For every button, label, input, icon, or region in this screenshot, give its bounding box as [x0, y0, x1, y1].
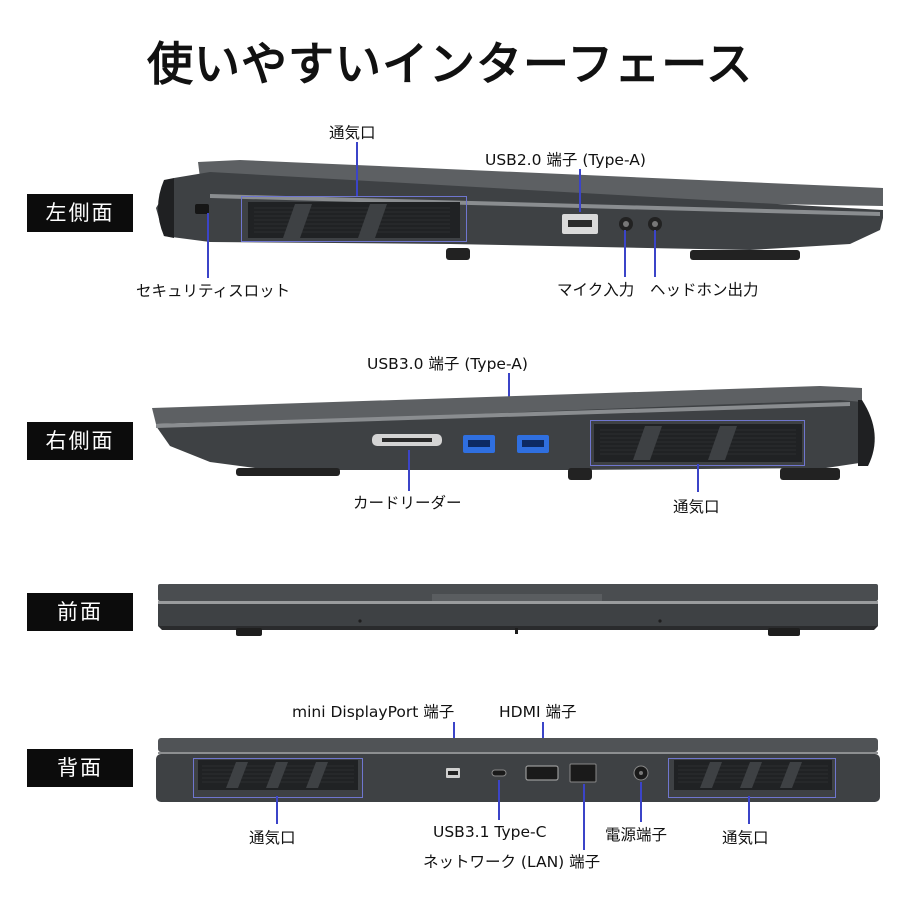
label-back: 背面 [27, 749, 133, 787]
usbc-leader [498, 780, 500, 820]
security-slot-leader [207, 213, 209, 278]
page-title: 使いやすいインターフェース [147, 37, 753, 91]
back-right-vent-leader [748, 796, 750, 824]
right-vent-highlight [590, 420, 805, 466]
minidp-caption: mini DisplayPort 端子 [292, 703, 455, 721]
card-reader-caption: カードリーダー [353, 494, 462, 512]
hdmi-caption: HDMI 端子 [499, 703, 577, 721]
back-left-vent-caption: 通気口 [249, 829, 296, 847]
back-left-vent-leader [276, 796, 278, 824]
left-usb2-caption: USB2.0 端子 (Type-A) [485, 151, 646, 169]
headphone-leader [654, 230, 656, 277]
laptop-right-side-image [152, 386, 875, 480]
headphone-caption: ヘッドホン出力 [650, 281, 759, 299]
power-caption: 電源端子 [605, 826, 668, 844]
left-vent-leader [356, 142, 358, 196]
back-right-vent-caption: 通気口 [722, 829, 769, 847]
mic-caption: マイク入力 [557, 281, 635, 299]
left-vent-highlight [241, 196, 467, 242]
right-usb3-leader [508, 373, 510, 419]
security-slot-caption: セキュリティスロット [136, 282, 291, 300]
right-vent-caption: 通気口 [673, 498, 720, 516]
mic-leader [624, 230, 626, 277]
laptop-front-image [158, 584, 878, 636]
back-right-vent-highlight [668, 758, 836, 798]
label-right-side: 右側面 [27, 422, 133, 460]
right-vent-leader [697, 464, 699, 492]
label-front: 前面 [27, 593, 133, 631]
card-reader-leader [408, 450, 410, 491]
right-usb3-caption: USB3.0 端子 (Type-A) [367, 355, 528, 373]
power-leader [640, 782, 642, 822]
label-left-side: 左側面 [27, 194, 133, 232]
left-usb2-leader [579, 169, 581, 212]
laptop-left-side-image [156, 160, 883, 260]
laptop-back-image [156, 738, 880, 802]
lan-leader [583, 784, 585, 850]
usbc-caption: USB3.1 Type-C [433, 823, 547, 841]
back-left-vent-highlight [193, 758, 363, 798]
left-vent-caption: 通気口 [329, 124, 376, 142]
lan-caption: ネットワーク (LAN) 端子 [423, 853, 601, 871]
